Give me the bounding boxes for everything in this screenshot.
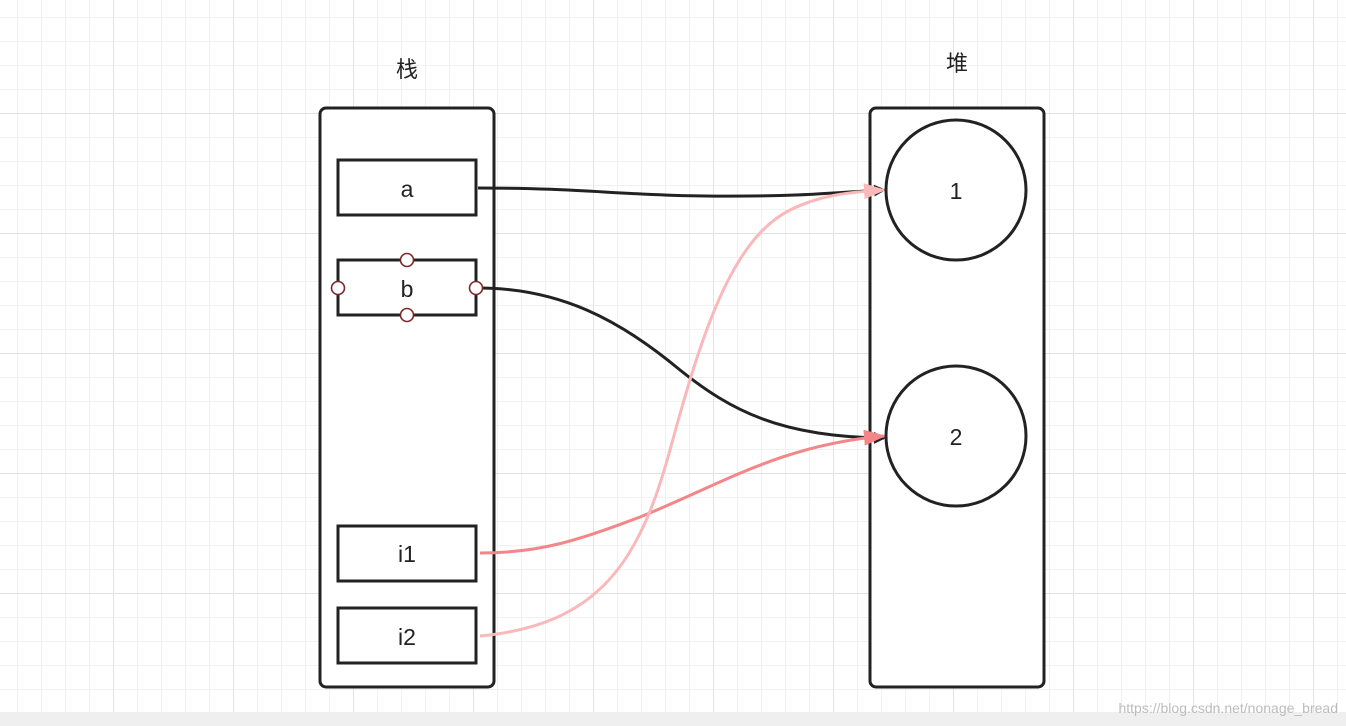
- selection-handle-bottom[interactable]: [399, 307, 415, 323]
- stack-var-a-label: a: [401, 176, 414, 202]
- stack-var-i2-label: i2: [398, 624, 416, 650]
- bottom-scrollbar-track[interactable]: [0, 712, 1346, 726]
- stack-var-i1-label: i1: [398, 541, 416, 567]
- edge-b-to-2[interactable]: [477, 286, 886, 444]
- edge-i2-to-1[interactable]: [479, 183, 886, 638]
- edge-a-to-1[interactable]: [477, 184, 886, 198]
- stack-var-i1-box[interactable]: [336, 524, 478, 583]
- heap-object-2[interactable]: 2: [884, 364, 1028, 508]
- stack-var-a-box[interactable]: [336, 158, 478, 217]
- stack-var-i2-box[interactable]: [336, 606, 478, 665]
- stack-var-i2[interactable]: i2: [336, 606, 478, 665]
- stack-var-a[interactable]: a: [336, 158, 478, 217]
- heap-object-1[interactable]: 1: [884, 118, 1028, 262]
- heap-title: 堆: [946, 52, 968, 77]
- stack-var-b-box[interactable]: [336, 258, 478, 317]
- stack-var-b-label: b: [401, 276, 414, 302]
- heap-object-2-label: 2: [950, 424, 963, 450]
- selection-handle-top[interactable]: [399, 252, 415, 268]
- stack-var-b[interactable]: b: [330, 252, 484, 323]
- heap-object-1-label: 1: [950, 178, 963, 204]
- selection-handle-left[interactable]: [330, 280, 346, 296]
- selection-handle-right[interactable]: [468, 280, 484, 296]
- watermark: https://blog.csdn.net/nonage_bread: [1118, 700, 1338, 716]
- heap-object-1-circle[interactable]: [884, 118, 1028, 262]
- stack-title: 栈: [396, 58, 418, 83]
- stack-var-i1[interactable]: i1: [336, 524, 478, 583]
- edge-i1-to-2[interactable]: [479, 429, 886, 555]
- heap-object-2-circle[interactable]: [884, 364, 1028, 508]
